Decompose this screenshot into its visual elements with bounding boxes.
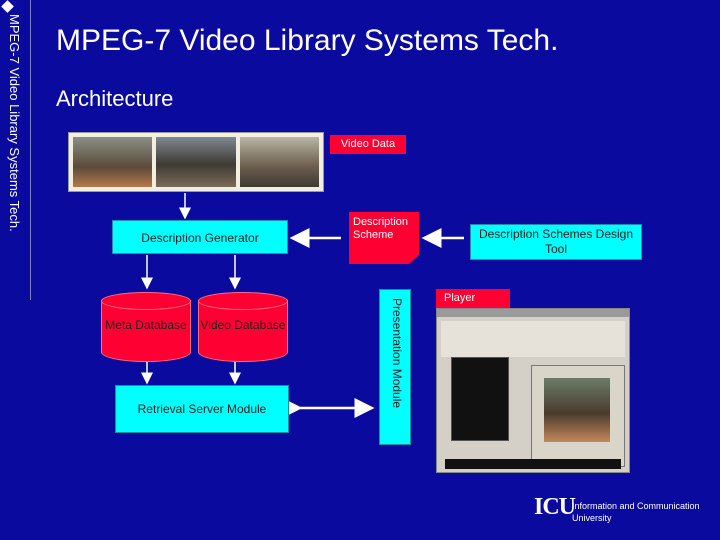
player-statusbar [445, 459, 621, 469]
description-scheme-doc: Description Scheme [349, 212, 419, 264]
page-title: MPEG-7 Video Library Systems Tech. [56, 24, 559, 57]
side-title: MPEG-7 Video Library Systems Tech. [7, 14, 22, 232]
meta-database-cylinder: Meta Database [101, 292, 191, 362]
meta-database-label: Meta Database [105, 318, 187, 332]
retrieval-server-box: Retrieval Server Module [115, 385, 289, 433]
video-data-label: Video Data [330, 135, 406, 154]
icu-logo: ICU [534, 494, 576, 520]
video-database-label: Video Database [200, 318, 286, 332]
player-video-panel [531, 365, 625, 467]
video-database-cylinder: Video Database [198, 292, 288, 362]
video-frame-1 [73, 137, 153, 187]
video-filmstrip [68, 132, 324, 192]
player-list-panel [451, 357, 509, 441]
player-video-frame [544, 378, 610, 442]
ds-design-tool-box: Description Schemes Design Tool [470, 224, 642, 260]
divider [30, 0, 31, 300]
description-generator-box: Description Generator [112, 220, 288, 254]
presentation-module-box: Presentation Module [379, 289, 411, 445]
player-titlebar [437, 309, 629, 317]
university-name: Information and Communication University [572, 501, 700, 523]
player-window-screenshot [436, 308, 630, 473]
bullet-diamond-icon [1, 0, 14, 13]
video-frame-2 [156, 137, 236, 187]
player-label: Player [436, 289, 510, 308]
page-subtitle: Architecture [56, 86, 174, 111]
presentation-module-label: Presentation Module [390, 298, 404, 409]
side-title-bar: MPEG-7 Video Library Systems Tech. [0, 0, 22, 300]
player-toolbar [441, 321, 625, 357]
video-frame-3 [239, 137, 319, 187]
